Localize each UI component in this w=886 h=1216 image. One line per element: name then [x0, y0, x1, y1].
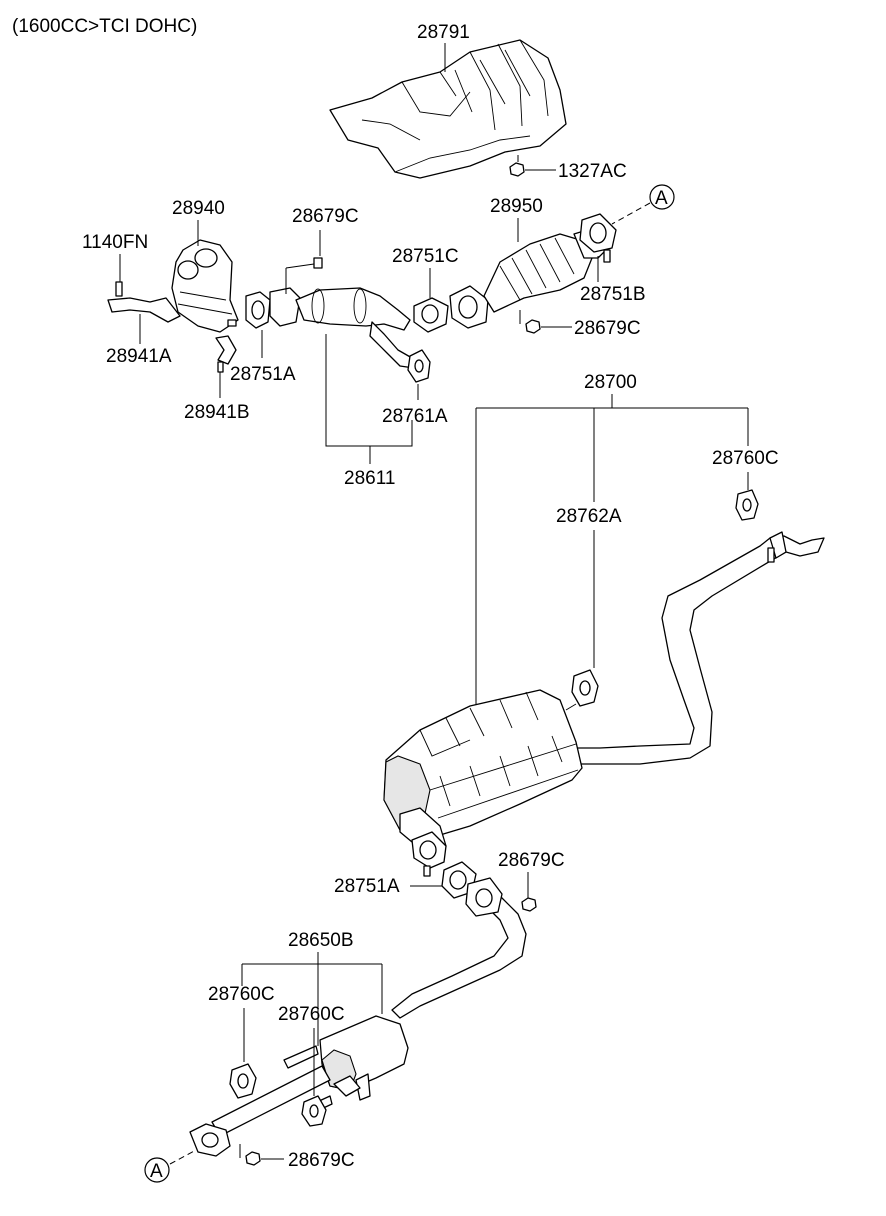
connector-a-bottom-icon — [144, 1157, 170, 1183]
callout-28679C-mid: 28679C — [498, 850, 565, 871]
callout-1327AC: 1327AC — [558, 161, 627, 182]
callout-28650B: 28650B — [288, 930, 354, 951]
callout-28751A-top: 28751A — [230, 364, 296, 385]
main-muffler-icon — [383, 689, 583, 877]
nut-icon — [245, 1151, 261, 1166]
connector-a-bottom: A — [150, 1161, 163, 1182]
callout-28751A-mid: 28751A — [334, 876, 400, 897]
front-pipe-icon — [269, 257, 415, 369]
callout-1140FN: 1140FN — [82, 232, 148, 253]
callout-28950: 28950 — [490, 196, 543, 217]
nut-icon — [509, 162, 525, 177]
tailpipe-icon — [573, 531, 825, 765]
engine-note: (1600CC>TCI DOHC) — [12, 16, 197, 37]
callout-28679C-cat: 28679C — [574, 318, 641, 339]
gasket-icon — [245, 291, 271, 329]
rubber-hanger-icon — [735, 489, 759, 521]
callout-28760C-left: 28760C — [208, 984, 275, 1005]
callout-28760C-rear: 28760C — [712, 448, 779, 469]
callout-28791: 28791 — [417, 22, 470, 43]
callout-28762A: 28762A — [556, 506, 622, 527]
catalytic-converter-icon — [449, 213, 617, 329]
callout-28700: 28700 — [584, 372, 637, 393]
nut-icon — [521, 897, 537, 912]
center-muffler-icon — [189, 877, 527, 1157]
gasket-icon — [413, 297, 449, 333]
nut-icon — [525, 319, 541, 334]
rubber-hanger-icon — [229, 1063, 257, 1099]
heat-shield-icon — [329, 39, 567, 179]
callout-28940: 28940 — [172, 198, 225, 219]
callout-28760C-center: 28760C — [278, 1004, 345, 1025]
connector-a-top-icon — [649, 184, 675, 210]
callout-28611: 28611 — [344, 468, 395, 489]
callout-28751C: 28751C — [392, 246, 459, 267]
callout-28941A: 28941A — [106, 346, 172, 367]
exhaust-manifold-icon — [107, 239, 239, 373]
callout-28941B: 28941B — [184, 402, 250, 423]
callout-28761A: 28761A — [382, 406, 448, 427]
connector-a-top: A — [655, 188, 668, 209]
callout-28679C-bottom: 28679C — [288, 1150, 355, 1171]
callout-28679C-top: 28679C — [292, 206, 359, 227]
rubber-hanger-icon — [565, 669, 599, 711]
callout-28751B: 28751B — [580, 284, 646, 305]
rubber-hanger-icon — [407, 349, 431, 383]
rubber-hanger-icon — [301, 1095, 327, 1127]
